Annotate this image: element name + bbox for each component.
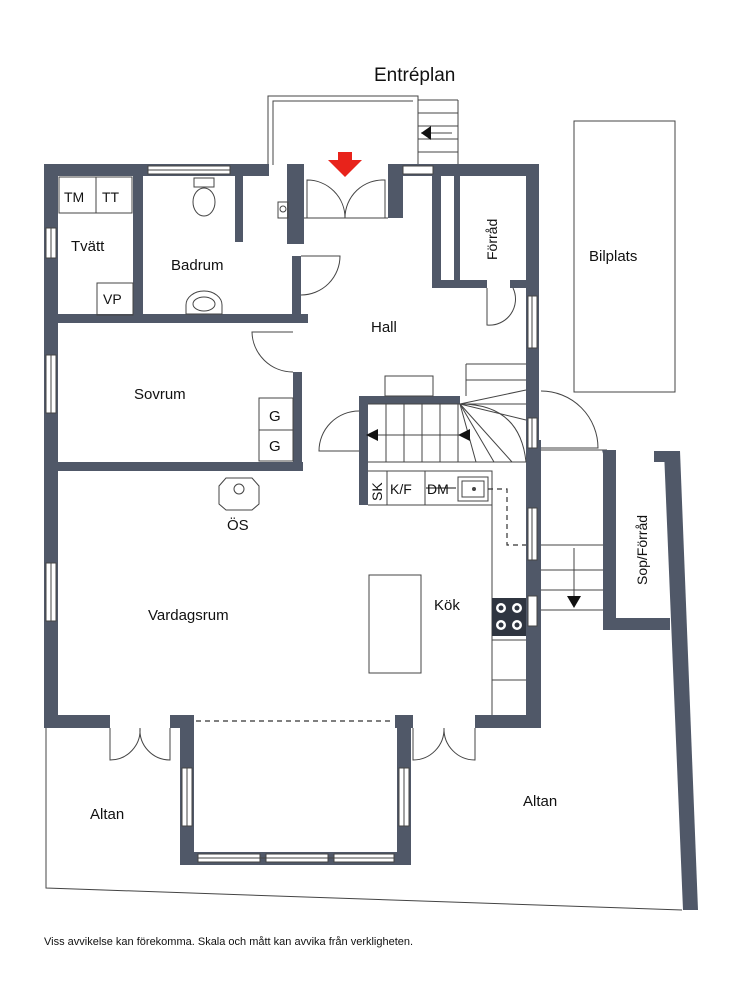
kitchen-counter: [368, 470, 526, 715]
label-forrad: Förråd: [484, 219, 500, 260]
label-altan-right: Altan: [523, 793, 557, 810]
shower-icon: [277, 201, 289, 219]
label-altan-left: Altan: [90, 806, 124, 823]
entrance-stair-arrow-icon: [421, 126, 452, 140]
label-g-upper: G: [269, 408, 281, 425]
plan-title: Entréplan: [374, 65, 455, 86]
label-sk: SK: [369, 482, 385, 501]
sink-icon: [457, 476, 489, 502]
terrace-outline: [45, 728, 683, 911]
kitchen-island: [368, 574, 422, 674]
label-kf: K/F: [390, 481, 412, 497]
stove-icon: [492, 598, 526, 636]
side-stair: [541, 449, 607, 611]
label-badrum: Badrum: [171, 257, 224, 274]
interior-walls: [58, 176, 528, 505]
laundry-fixtures: [58, 176, 134, 316]
label-hall: Hall: [371, 319, 397, 336]
parking-area: [573, 120, 676, 393]
windows: [45, 165, 538, 863]
doors: [109, 179, 599, 761]
label-tvatt: Tvätt: [71, 238, 105, 255]
label-kok: Kök: [434, 597, 460, 614]
label-dm: DM: [427, 481, 449, 497]
stair-arrow-icon: [366, 429, 470, 441]
label-vardagsrum: Vardagsrum: [148, 607, 229, 624]
side-wall: [664, 451, 698, 910]
washbasin-icon: [185, 290, 223, 315]
label-sovrum: Sovrum: [134, 386, 186, 403]
label-g-lower: G: [269, 438, 281, 455]
label-os: ÖS: [227, 516, 249, 534]
entrance-arrow-icon: [328, 152, 362, 177]
fireplace-icon: [218, 477, 260, 511]
label-tm: TM: [64, 189, 84, 205]
dishwasher-dashed-outline: [488, 488, 526, 546]
label-sopforrad: Sop/Förråd: [634, 515, 650, 585]
label-tt: TT: [102, 189, 120, 205]
entrance-porch: [267, 95, 459, 166]
label-bilplats: Bilplats: [589, 248, 637, 265]
toilet-icon: [192, 177, 216, 217]
wardrobes: [258, 397, 294, 462]
staircase: [368, 363, 527, 463]
disclaimer: Viss avvikelse kan förekomma. Skala och …: [44, 936, 413, 948]
label-vp: VP: [103, 291, 122, 307]
